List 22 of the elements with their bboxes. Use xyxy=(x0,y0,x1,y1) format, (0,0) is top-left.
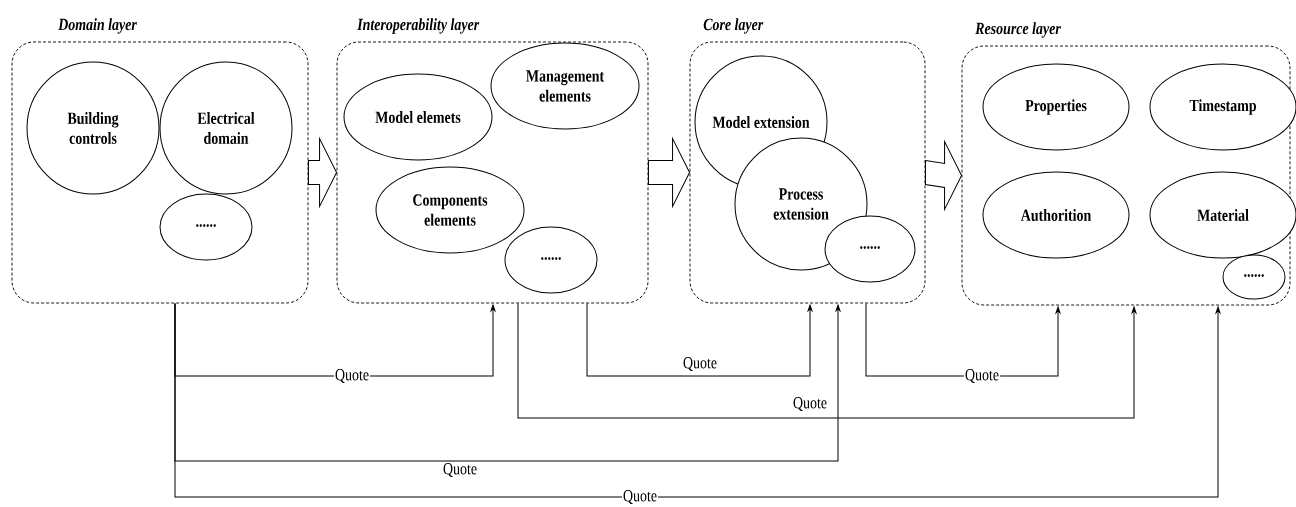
block-arrow xyxy=(924,141,963,210)
node-label: ...... xyxy=(1244,274,1264,277)
arrow xyxy=(586,302,813,377)
edge-label: Quote xyxy=(793,397,827,411)
block-arrow xyxy=(307,138,338,207)
edge-label: Quote xyxy=(965,369,999,383)
edge-label: Quote xyxy=(623,490,657,504)
layer-heading: Resource layer xyxy=(975,22,1061,38)
node-label: Material xyxy=(1197,209,1249,221)
arrow xyxy=(517,302,1137,419)
arrow xyxy=(174,302,496,377)
edge-label: Quote xyxy=(335,369,369,383)
arrow xyxy=(174,302,841,462)
block-arrow xyxy=(647,138,691,207)
arrow xyxy=(174,302,1221,498)
node-label: Timestamp xyxy=(1189,99,1256,115)
layer-heading: Interoperability layer xyxy=(357,18,480,34)
layer-heading: Domain layer xyxy=(58,18,137,34)
layer-heading: Core layer xyxy=(703,18,764,34)
edge-label: Quote xyxy=(443,463,477,477)
edge-label: Quote xyxy=(683,357,717,371)
arrow xyxy=(865,302,1061,377)
